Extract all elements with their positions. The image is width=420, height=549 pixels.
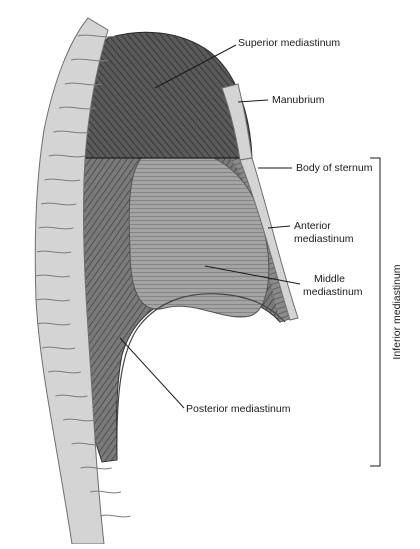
inferior-bracket (370, 158, 380, 466)
vertebra-boundary (100, 515, 130, 517)
label-posterior-mediastinum: Posterior mediastinum (186, 403, 291, 415)
label-middle-mediastinum-2: mediastinum (303, 286, 363, 298)
label-anterior-mediastinum-2: mediastinum (294, 233, 354, 245)
label-middle-mediastinum-1: Middle (314, 273, 345, 285)
label-anterior-mediastinum-1: Anterior (294, 220, 331, 232)
label-manubrium: Manubrium (272, 94, 325, 106)
label-inferior-mediastinum: Inferior mediastinum (391, 264, 403, 359)
leader-posterior (120, 338, 184, 408)
label-superior-mediastinum: Superior mediastinum (238, 37, 340, 49)
label-body-of-sternum: Body of sternum (296, 162, 373, 174)
